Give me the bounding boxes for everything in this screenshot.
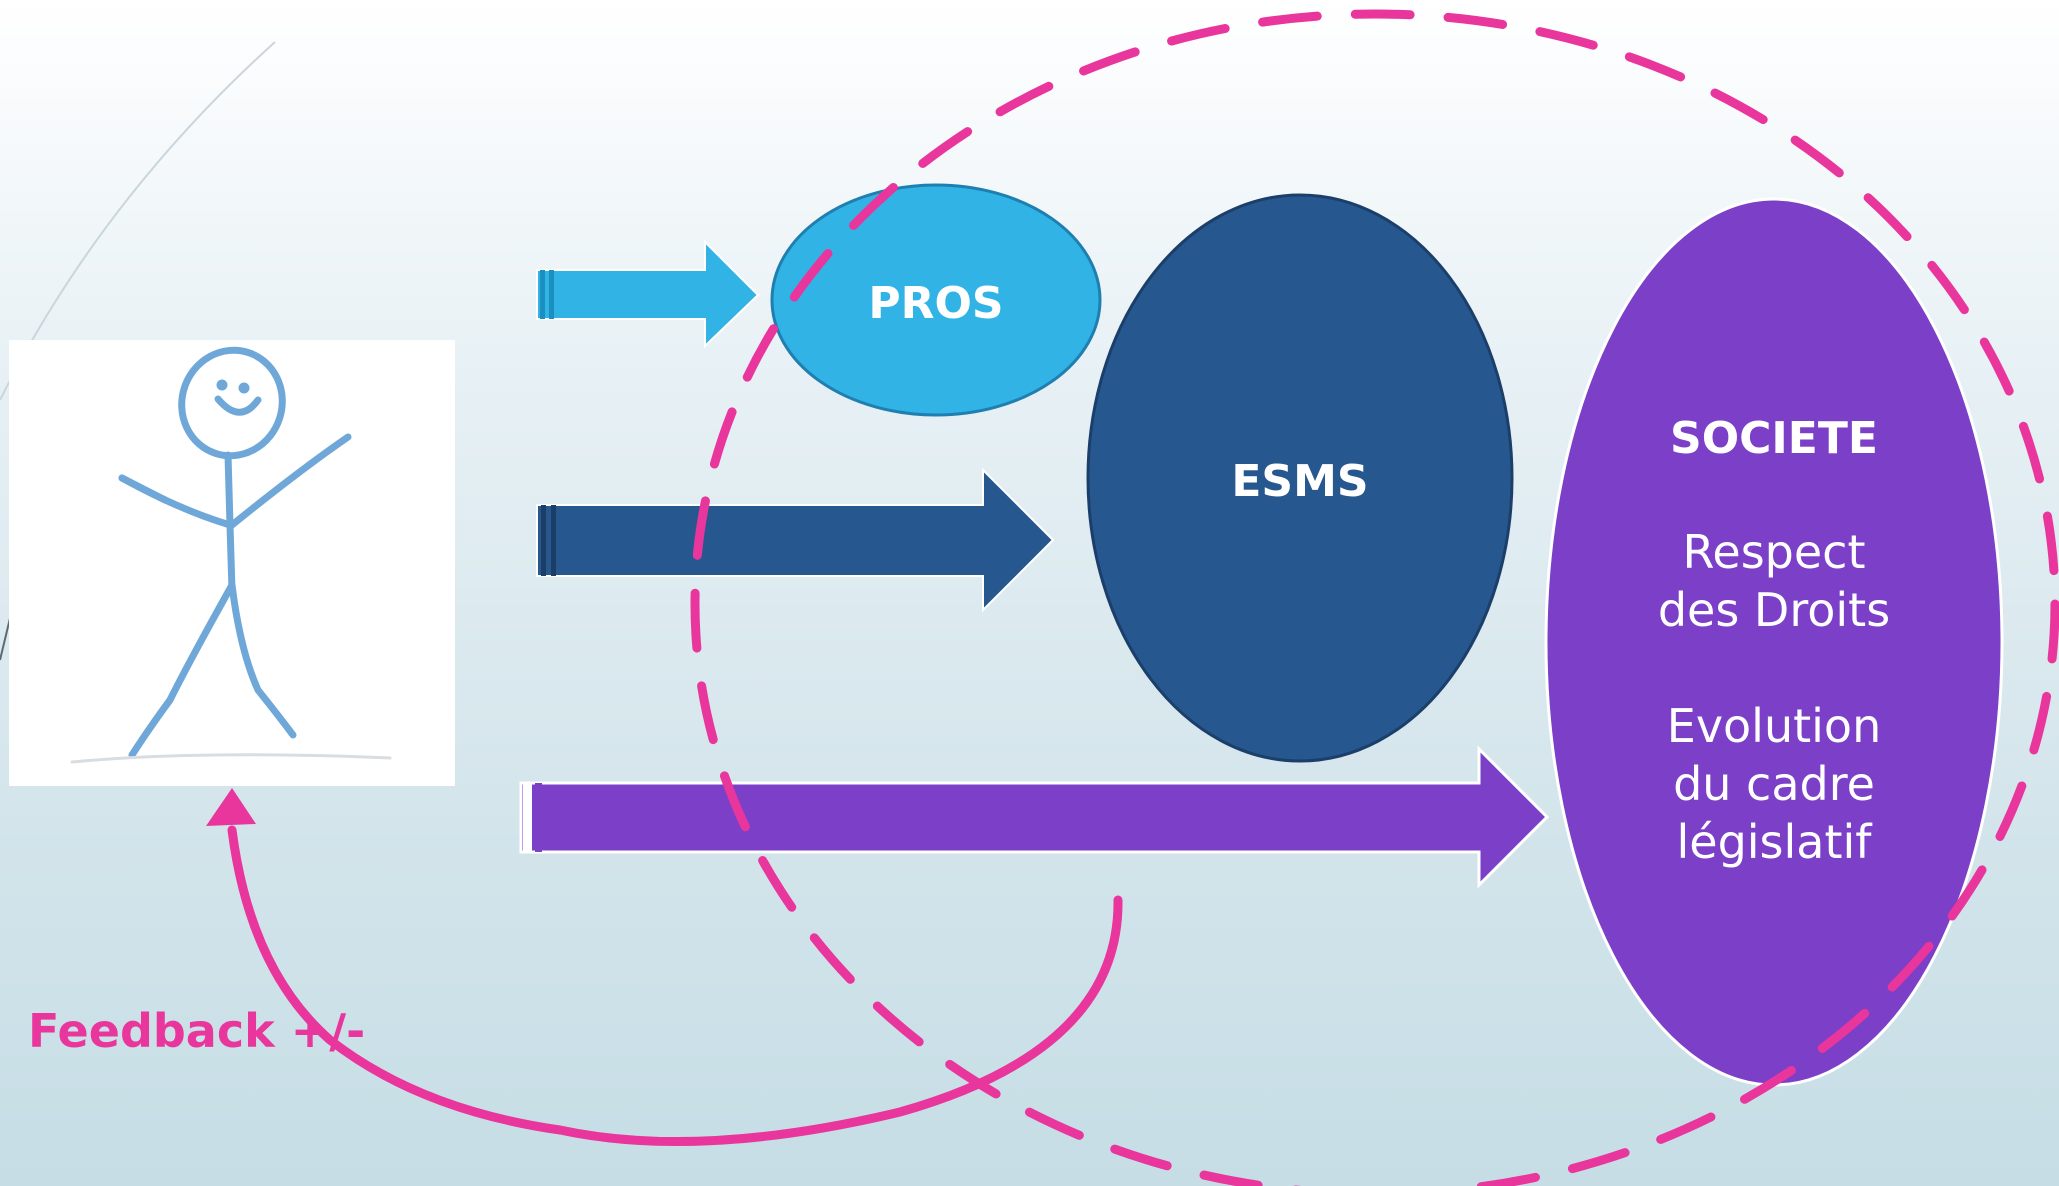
node-esms-label: ESMS	[1231, 456, 1368, 507]
stick-figure-icon	[70, 346, 392, 764]
arrow-to-societe	[519, 745, 1550, 889]
node-pros: PROS	[770, 183, 1102, 417]
node-societe-line-1: Respect	[1683, 525, 1866, 579]
arrow-to-pros	[536, 239, 760, 349]
node-societe-line-4: du cadre	[1673, 757, 1875, 811]
arrow-to-esms	[536, 467, 1055, 613]
node-societe-line-5: législatif	[1676, 815, 1873, 869]
person-card	[9, 340, 455, 786]
node-societe-line-2: des Droits	[1658, 583, 1890, 637]
node-societe-title: SOCIETE	[1670, 413, 1878, 464]
feedback-label: Feedback +/-	[28, 1004, 366, 1058]
dashed-pink-circle	[690, 9, 2059, 1186]
node-esms: ESMS	[1086, 193, 1514, 763]
feedback-arrow	[227, 825, 1123, 1147]
node-societe: SOCIETE Respect des Droits Evolution du …	[1544, 197, 2004, 1087]
node-societe-line-3: Evolution	[1667, 699, 1881, 753]
feedback-arrowhead-icon	[206, 788, 256, 826]
node-pros-label: PROS	[868, 278, 1003, 329]
